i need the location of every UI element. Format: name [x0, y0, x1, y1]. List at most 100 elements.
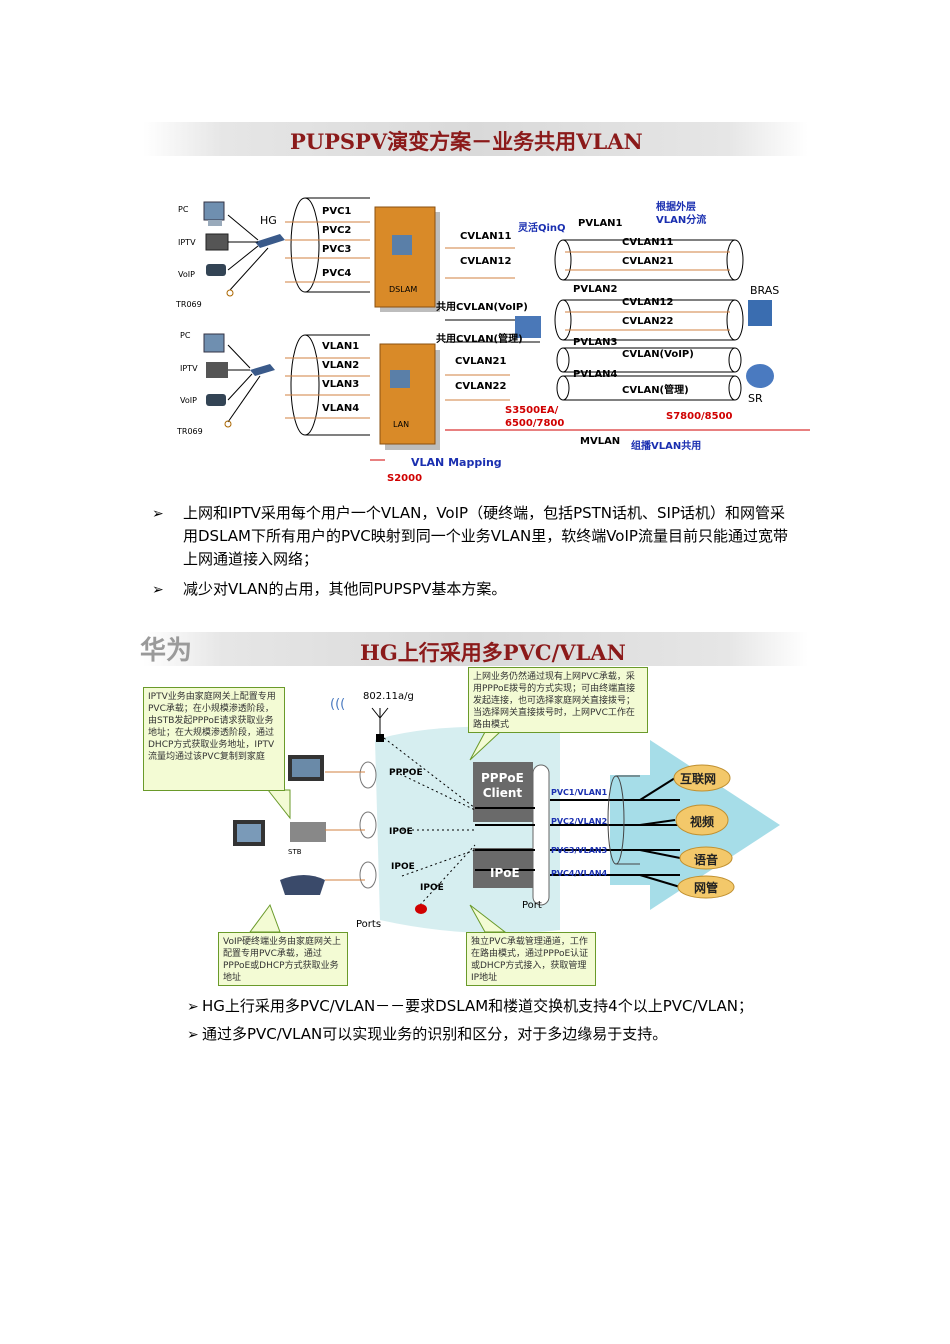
- pc-label-2: PC: [180, 331, 191, 340]
- vlan1-label: VLAN1: [322, 341, 360, 352]
- bullet-arrow-icon: ➢: [152, 582, 164, 598]
- iptv-label-1: IPTV: [178, 238, 196, 247]
- s3500-label: S3500EA/ 6500/7800: [505, 405, 565, 429]
- pvlan3-tube: [556, 347, 742, 373]
- vlan2-label: VLAN2: [322, 360, 360, 371]
- bullet-arrow-icon: ➢: [187, 1027, 199, 1043]
- ipoe-port-label-2: IPOE: [391, 862, 415, 872]
- slide2-title: HG上行采用多PVC/VLAN: [360, 640, 626, 665]
- note-voip: VoIP硬终端业务由家庭网关上配置专用PVC承载，通过PPPoE或DHCP方式获…: [218, 932, 348, 986]
- service-voice: 语音: [694, 853, 719, 867]
- slide2-bullet-2: 通过多PVC/VLAN可以实现业务的识别和区分，对于多边缘易于支持。: [202, 1025, 668, 1043]
- ports-label: Ports: [356, 919, 382, 930]
- right-cvlan12-label: CVLAN12: [622, 297, 674, 308]
- shared-mgmt-label: 共用CVLAN(管理): [436, 334, 523, 345]
- slide1-title: PUPSPV演变方案－业务共用VLAN: [290, 129, 643, 154]
- flex-qinq-label: 灵活QinQ: [518, 223, 566, 234]
- tv-icon-1: [205, 233, 229, 251]
- pvc1-vlan1-label: PVC1/VLAN1: [551, 788, 608, 797]
- phone-icon: [280, 875, 325, 895]
- cvlan11-label: CVLAN11: [460, 231, 512, 242]
- stb-label: STB: [288, 848, 302, 856]
- bullet-arrow-icon: ➢: [187, 999, 199, 1015]
- pvlan1-label: PVLAN1: [578, 218, 623, 229]
- pvlan2-label: PVLAN2: [573, 284, 618, 295]
- iptv-label-2: IPTV: [180, 364, 198, 373]
- tr069-label-2: TR069: [177, 427, 203, 436]
- port-label: Port: [522, 900, 542, 911]
- wifi-signal-icon: (((: [330, 697, 346, 712]
- pvc3-vlan3-label: PVC3/VLAN3: [551, 846, 608, 855]
- note-internet: 上网业务仍然通过现有上网PVC承载，采用PPPoE拨号的方式实现；可由终端直接发…: [468, 667, 648, 733]
- cvlan22-label: CVLAN22: [455, 381, 507, 392]
- right-cvlan-voip-label: CVLAN(VoIP): [622, 349, 694, 360]
- pvlan1-tube: [554, 239, 744, 281]
- right-cvlan21-label: CVLAN21: [622, 256, 674, 267]
- tv-icon: [233, 820, 265, 846]
- bras-label: BRAS: [750, 284, 780, 297]
- service-mgmt: 网管: [694, 881, 719, 895]
- vlan-mapping-label: VLAN Mapping: [411, 456, 502, 469]
- hg-device-icon-1: [255, 234, 285, 248]
- pppoe-port-label: PPPOE: [389, 768, 423, 778]
- slide1-title-bar: [143, 122, 808, 156]
- hg-device-icon-2: [250, 364, 275, 376]
- cvlan12-label: CVLAN12: [460, 256, 512, 267]
- note-mgmt: 独立PVC承载管理通道，工作在路由模式，通过PPPoE认证或DHCP方式接入，获…: [466, 932, 596, 986]
- phone-icon-2: [206, 394, 226, 406]
- pvc2-label: PVC2: [322, 225, 352, 236]
- switch-icon: [515, 316, 541, 338]
- phone-icon-1: [206, 264, 226, 276]
- pvlan3-label: PVLAN3: [573, 337, 618, 348]
- note-iptv: IPTV业务由家庭网关上配置专用PVC承载；在小规模渗透阶段，由STB发起PPP…: [143, 687, 285, 791]
- tv-icon-2: [206, 362, 228, 378]
- service-video: 视频: [690, 815, 715, 829]
- sr-label: SR: [748, 392, 763, 405]
- bras-icon: [748, 300, 772, 326]
- multicast-shared-label: 组播VLAN共用: [631, 441, 702, 452]
- huawei-logo: 华为: [140, 636, 193, 666]
- ipoe-port-label-1: IPOE: [389, 827, 413, 837]
- voip-label-1: VoIP: [178, 270, 195, 279]
- outer-split-label: 根据外层 VLAN分流: [656, 202, 707, 226]
- pppoe-client-label: PPPoE Client: [481, 771, 524, 800]
- pvc3-label: PVC3: [322, 244, 352, 255]
- sr-icon: [746, 364, 774, 388]
- shared-voip-label: 共用CVLAN(VoIP): [436, 302, 528, 313]
- mvlan-label: MVLAN: [580, 436, 621, 447]
- dslam-box: [374, 206, 440, 312]
- s2000-label: S2000: [387, 473, 423, 484]
- slide2-network-diagram: [233, 707, 780, 934]
- pc-label-1: PC: [178, 205, 189, 214]
- port-cylinders: [359, 761, 377, 889]
- pvlan4-tube: [556, 375, 742, 401]
- pc-icon-1: [203, 201, 225, 226]
- lan-switch-box: [379, 343, 440, 450]
- s7800-label: S7800/8500: [666, 411, 733, 422]
- pc-icon: [288, 755, 324, 781]
- right-cvlan-mgmt-label: CVLAN(管理): [622, 385, 689, 396]
- wifi-label: 802.11a/g: [363, 691, 414, 702]
- antenna-icon: [371, 707, 389, 742]
- vlan4-label: VLAN4: [322, 403, 360, 414]
- pvlan2-tube: [554, 299, 744, 341]
- ipoe-label: IPoE: [490, 866, 520, 880]
- service-internet: 互联网: [680, 772, 717, 786]
- pvc2-vlan2-label: PVC2/VLAN2: [551, 817, 608, 826]
- voip-label-2: VoIP: [180, 396, 197, 405]
- lan-label: LAN: [393, 420, 410, 429]
- right-cvlan22-label: CVLAN22: [622, 316, 674, 327]
- right-cvlan11-label: CVLAN11: [622, 237, 674, 248]
- pvc1-label: PVC1: [322, 206, 352, 217]
- bullet-arrow-icon: ➢: [152, 506, 164, 522]
- pvc4-vlan4-label: PVC4/VLAN4: [551, 869, 608, 878]
- stb-icon: [290, 822, 326, 842]
- slide1-network-diagram: [203, 197, 810, 461]
- hg-label: HG: [260, 214, 277, 227]
- ipoe-port-label-3: IPOE: [420, 883, 444, 893]
- slide2-title-bar: [143, 632, 808, 666]
- slide1-bullet-1: 上网和IPTV采用每个用户一个VLAN，VoIP（硬终端，包括PSTN话机、SI…: [183, 504, 788, 568]
- pvc4-label: PVC4: [322, 268, 352, 279]
- dslam-label: DSLAM: [389, 285, 418, 294]
- tr069-label-1: TR069: [176, 300, 202, 309]
